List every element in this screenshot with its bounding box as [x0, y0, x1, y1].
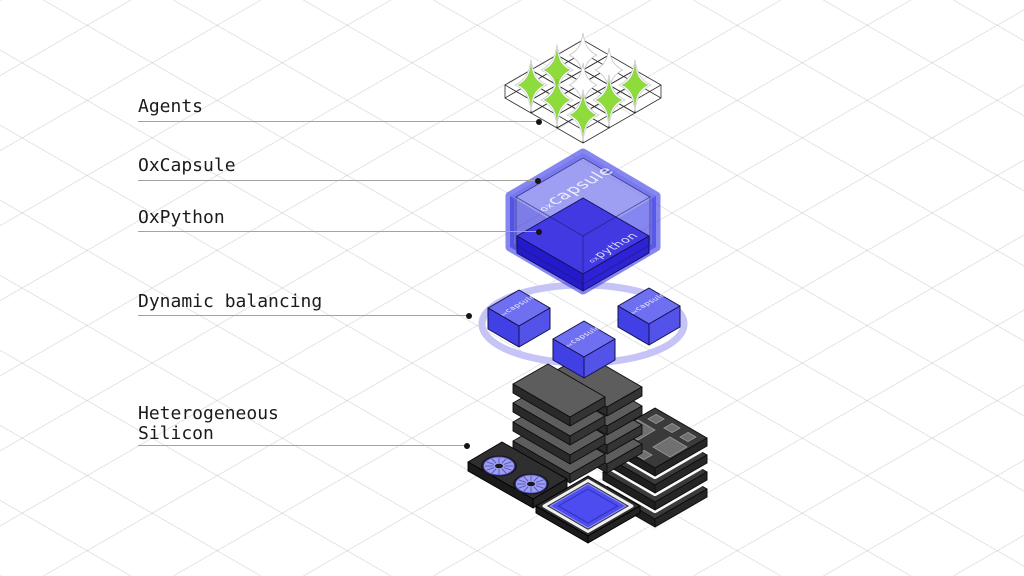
leader-line-oxpython — [138, 228, 542, 235]
leader-dot — [536, 228, 542, 235]
fan-icon — [512, 473, 550, 495]
oxcapsule-layer: oxcapsule oxpython — [505, 148, 661, 295]
mini-capsule-cube — [487, 289, 551, 348]
fan-icon — [480, 455, 518, 477]
leader-line-oxcapsule — [138, 177, 541, 184]
label-dynamic-balancing: Dynamic balancing — [138, 292, 322, 312]
leader-dot — [535, 177, 541, 184]
label-oxpython-text: OxPython — [138, 207, 225, 228]
leader-line-dynamic-balancing — [138, 312, 472, 319]
label-agents: Agents — [138, 97, 203, 117]
python-cube-right-face — [582, 235, 650, 292]
silicon-die — [535, 475, 641, 544]
label-heterogeneous-text: Heterogeneous — [138, 403, 279, 424]
label-oxcapsule-text: OxCapsule — [138, 155, 236, 176]
leader-dot — [466, 312, 472, 319]
die-inner-line — [558, 488, 618, 524]
label-agents-text: Agents — [138, 96, 204, 117]
capsule-top-tint — [510, 153, 656, 239]
label-silicon-text: Silicon — [138, 423, 214, 444]
label-oxcapsule: OxCapsule — [138, 156, 236, 176]
agent-sparkles — [514, 32, 652, 142]
leader-line-agents — [138, 118, 542, 125]
die-surface — [549, 483, 627, 529]
leader-dot — [464, 442, 470, 449]
die-rim — [542, 479, 634, 533]
gpu-card — [467, 441, 568, 509]
capsule-wireframe — [515, 157, 651, 285]
dynamic-balancing-cubes: oxcapsule oxcapsule oxcapsule — [487, 287, 681, 379]
die-frame-side — [587, 505, 641, 544]
mini-capsule-cube — [617, 287, 681, 346]
label-dynamic-balancing-text: Dynamic balancing — [138, 291, 323, 312]
heterogeneous-silicon-group — [467, 353, 707, 544]
label-oxpython: OxPython — [138, 208, 225, 228]
label-heterogeneous-silicon: Heterogeneous Silicon — [138, 404, 279, 444]
leader-dot — [536, 118, 542, 125]
leader-line-heterogeneous-silicon — [138, 442, 470, 449]
